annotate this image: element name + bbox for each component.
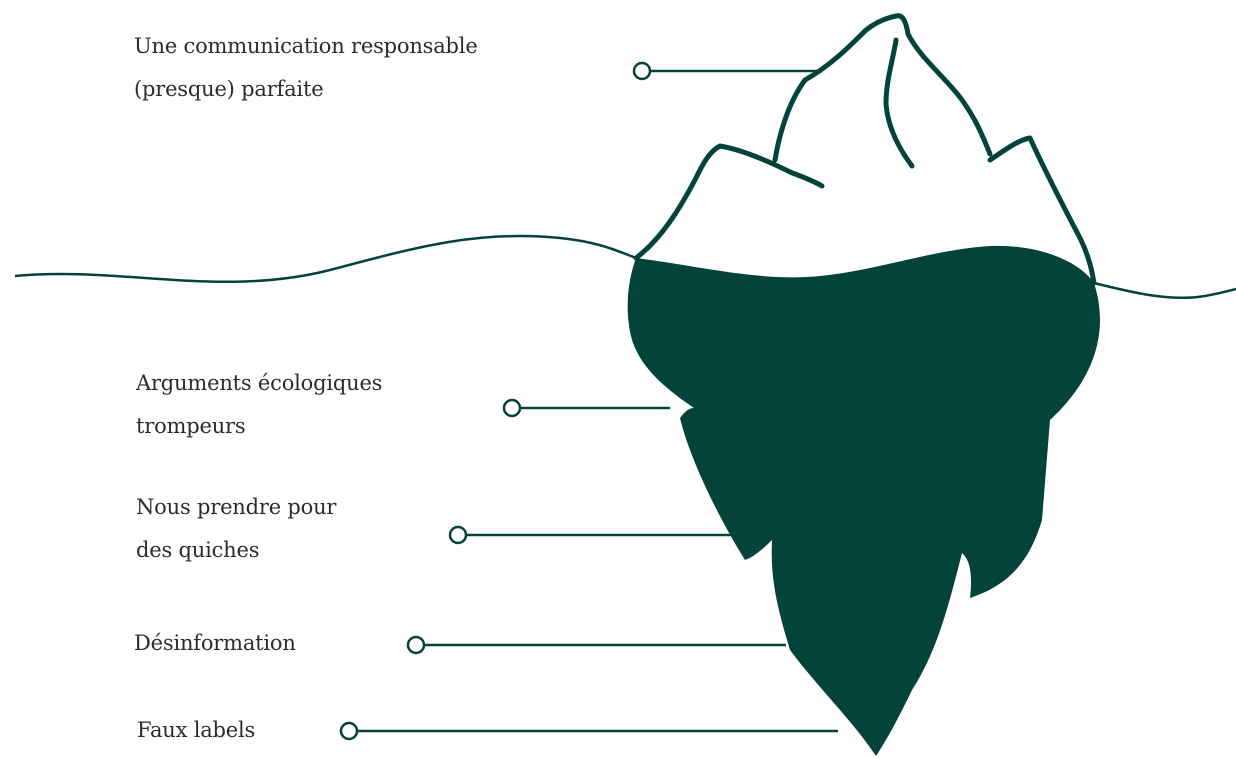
label-line: Une communication responsable xyxy=(134,34,478,58)
connector-desinformation xyxy=(406,635,786,655)
iceberg-right-shoulder xyxy=(987,135,1097,286)
connector-arguments xyxy=(502,398,670,418)
label-fake-labels: Faux labels xyxy=(137,709,255,752)
iceberg-tip-outline xyxy=(633,143,825,261)
iceberg-underwater-mass xyxy=(627,245,1100,756)
connector-top xyxy=(632,61,822,81)
label-misleading-arguments: Arguments écologiques trompeurs xyxy=(136,362,382,448)
label-line: des quiches xyxy=(136,538,260,562)
water-line xyxy=(14,234,1236,300)
label-line: Faux labels xyxy=(137,718,256,742)
label-fooling-us: Nous prendre pour des quiches xyxy=(136,486,336,572)
label-line: Désinformation xyxy=(134,631,296,655)
label-line: (presque) parfaite xyxy=(134,77,324,101)
iceberg-peak-outline xyxy=(772,13,993,163)
label-responsible-communication: Une communication responsable (presque) … xyxy=(134,25,478,111)
label-line: Nous prendre pour xyxy=(136,495,337,519)
iceberg-inner-ridge xyxy=(883,37,915,169)
connector-quiches xyxy=(448,525,746,545)
label-line: Arguments écologiques xyxy=(136,371,383,395)
label-line: trompeurs xyxy=(136,414,246,438)
label-disinformation: Désinformation xyxy=(134,622,296,665)
connector-faux-labels xyxy=(339,721,838,741)
